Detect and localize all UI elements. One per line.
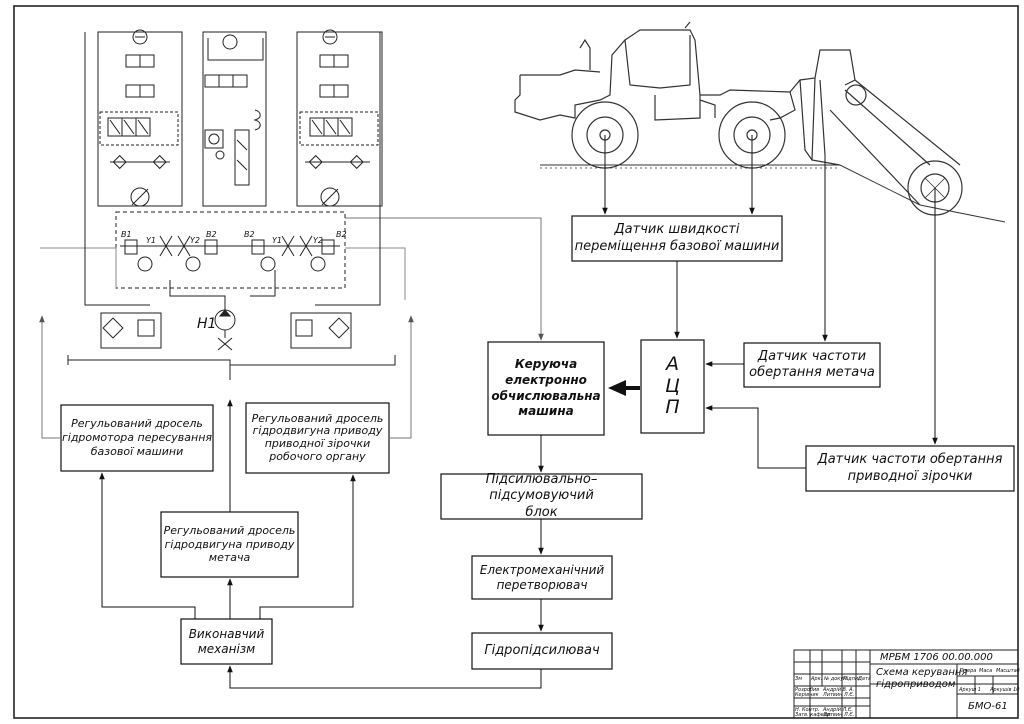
actuator-box bbox=[180, 618, 273, 665]
sheet-number: Аркуш 1 bbox=[959, 687, 981, 693]
col-ark: Арк. bbox=[811, 676, 823, 682]
name-approved: Литвин Л.Є. bbox=[823, 712, 855, 718]
col-zm: Зм bbox=[795, 676, 802, 682]
name-supervisor: Литвин Л.Є. bbox=[823, 692, 855, 698]
doc-code: МРБМ 1706 00.00.000 bbox=[880, 652, 993, 663]
cutter-sensor-box bbox=[743, 342, 881, 388]
role-developer: Розробив bbox=[795, 687, 820, 693]
role-supervisor: Керівник bbox=[795, 692, 819, 698]
pump-label: Н1 bbox=[197, 316, 217, 332]
machine-illustration bbox=[514, 21, 1006, 223]
hydro-amplifier-label: Гідропідсилювач bbox=[484, 642, 600, 658]
computer-box bbox=[487, 341, 605, 436]
col-doc: № докум. bbox=[824, 676, 849, 682]
actuator-connectors bbox=[39, 315, 414, 619]
label-b2a: В2 bbox=[206, 230, 217, 239]
label-b2b: В2 bbox=[244, 230, 255, 239]
converter-box bbox=[471, 555, 613, 600]
hydro-amplifier-box bbox=[471, 632, 613, 670]
title-block bbox=[793, 649, 1019, 719]
hydraulic-schematic bbox=[40, 29, 406, 380]
sheet-total: Аркушів 10 bbox=[990, 687, 1020, 693]
col-sign: Підпис bbox=[843, 676, 861, 682]
name-norm-control: Андрій Л.Є. bbox=[823, 707, 853, 713]
adc-box bbox=[640, 339, 705, 434]
label-y2b: Y2 bbox=[313, 236, 323, 245]
label-y1b: Y1 bbox=[272, 236, 282, 245]
sheet-code: БМО-61 bbox=[968, 701, 1008, 712]
block-diagram bbox=[440, 215, 1015, 670]
label-b1: В1 bbox=[121, 230, 132, 239]
label-y1: Y1 bbox=[146, 236, 156, 245]
lit-letter: Літера bbox=[959, 668, 977, 674]
role-norm-control: Н. Контр. bbox=[795, 707, 820, 713]
block-connectors bbox=[227, 135, 938, 689]
lit-scale: Масштаб bbox=[996, 668, 1020, 674]
label-y2a: Y2 bbox=[190, 236, 200, 245]
role-approved: Затв. кафедр. bbox=[795, 712, 832, 718]
name-developer: Андрій В. А. bbox=[823, 687, 855, 693]
grey-signal-line bbox=[345, 217, 544, 341]
label-b2c: В2 bbox=[336, 230, 347, 239]
col-date: Дата bbox=[858, 676, 871, 682]
drawing-frame bbox=[13, 5, 1019, 719]
lit-mass: Маса bbox=[979, 668, 993, 674]
